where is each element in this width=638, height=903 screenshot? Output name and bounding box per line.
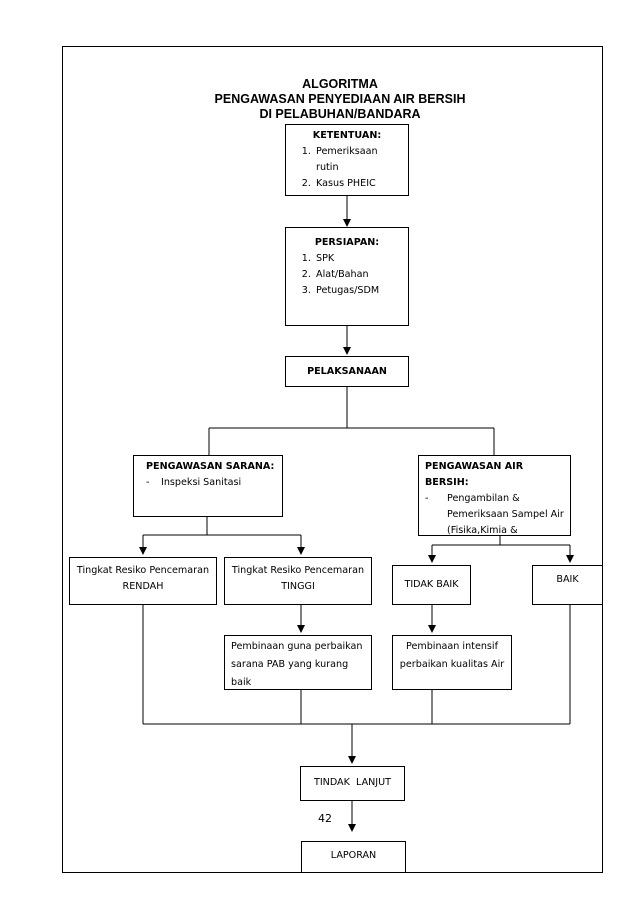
pembinaan-air-box: Pembinaan intensif perbaikan kualitas Ai… [392,635,512,690]
pengawasan-sarana-item: Inspeksi Sanitasi [161,477,242,488]
page-number: 42 [318,812,332,825]
persiapan-item-2: Alat/Bahan [314,267,402,283]
ketentuan-item-2: Kasus PHEIC [314,176,402,192]
pengawasan-air-bullet: - [425,493,429,504]
risiko-rendah-box: Tingkat Resiko Pencemaran RENDAH [69,557,217,605]
risiko-tinggi-box: Tingkat Resiko Pencemaran TINGGI [224,557,372,605]
persiapan-box: PERSIAPAN: SPK Alat/Bahan Petugas/SDM [285,227,409,326]
diagram-title-line-2: PENGAWASAN PENYEDIAAN AIR BERSIH [214,92,466,106]
persiapan-item-3: Petugas/SDM [314,283,402,299]
ketentuan-box: KETENTUAN: Pemeriksaan rutin Kasus PHEIC [285,124,409,196]
risiko-rendah-line-1: Tingkat Resiko Pencemaran [76,565,210,576]
pelaksanaan-box: PELAKSANAAN [285,356,409,387]
diagram-title-line-3: DI PELABUHAN/BANDARA [259,107,421,121]
baik-box: BAIK [532,565,603,605]
pembinaan-sarana-box: Pembinaan guna perbaikan sarana PAB yang… [224,635,372,690]
ketentuan-heading: KETENTUAN: [312,130,382,141]
risiko-rendah-line-2: RENDAH [122,581,164,592]
persiapan-list: SPK Alat/Bahan Petugas/SDM [292,251,402,299]
pengawasan-sarana-bullet: - [146,477,150,488]
risiko-tinggi-line-2: TINGGI [281,581,315,592]
tindak-lanjut-box: TINDAK LANJUT [300,766,405,801]
diagram-title-line-1: ALGORITMA [302,77,378,91]
risiko-tinggi-line-1: Tingkat Resiko Pencemaran [231,565,365,576]
tidak-baik-box: TIDAK BAIK [392,565,471,605]
persiapan-item-1: SPK [314,251,402,267]
laporan-box: LAPORAN [301,841,406,873]
ketentuan-list: Pemeriksaan rutin Kasus PHEIC [292,144,402,192]
pengawasan-air-heading: PENGAWASAN AIR BERSIH: [425,461,524,488]
pengawasan-sarana-heading: PENGAWASAN SARANA: [146,461,275,472]
persiapan-heading: PERSIAPAN: [314,237,380,248]
pengawasan-air-box: PENGAWASAN AIR BERSIH: - Pengambilan & P… [418,455,571,536]
ketentuan-item-1: Pemeriksaan rutin [314,144,402,176]
pengawasan-air-item: Pengambilan & Pemeriksaan Sampel Air (Fi… [447,493,564,536]
pengawasan-sarana-box: PENGAWASAN SARANA: - Inspeksi Sanitasi [133,455,283,517]
